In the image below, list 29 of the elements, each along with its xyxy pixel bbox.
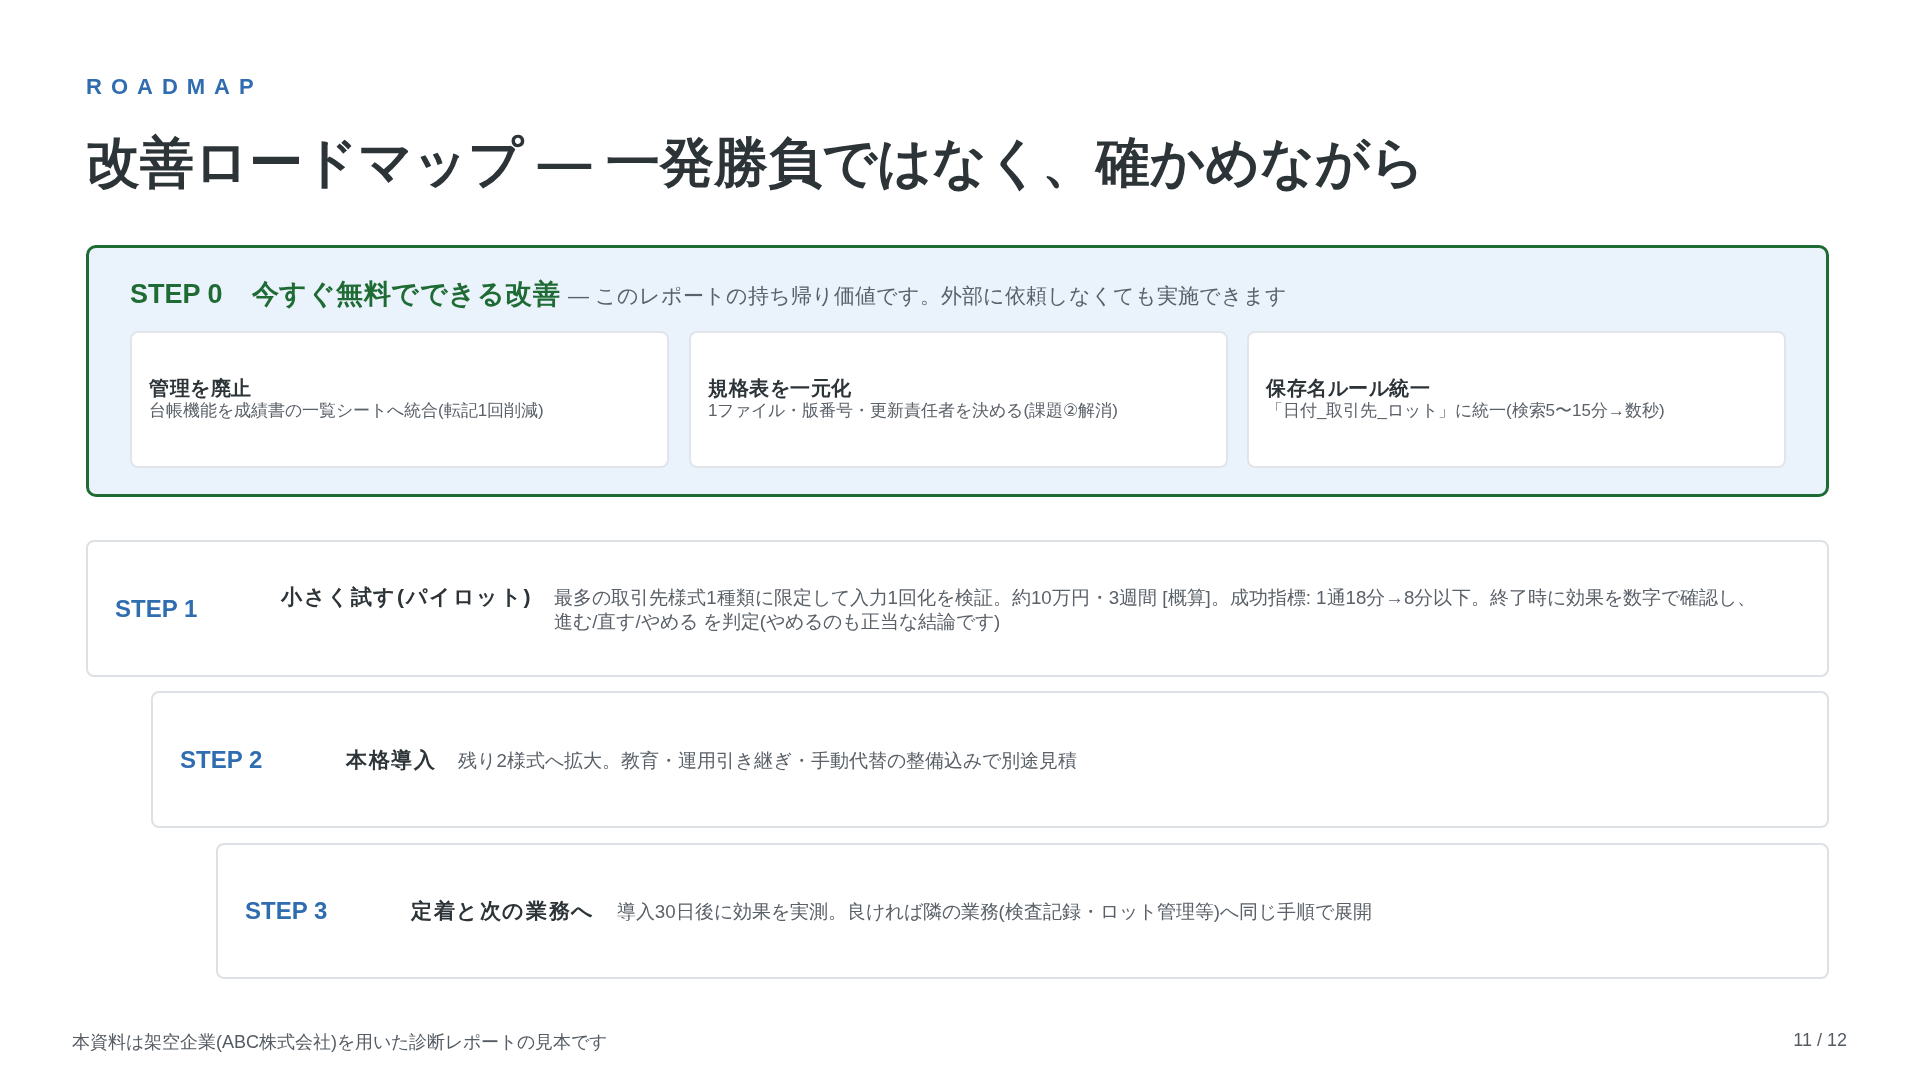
- slide-title: 改善ロードマップ — 一発勝負ではなく、確かめながら: [86, 132, 1426, 194]
- step-title: 小さく試す(パイロット): [281, 583, 533, 610]
- highlight-panel: [86, 245, 1829, 497]
- step-title: 本格導入: [346, 746, 437, 773]
- footer-note: 本資料は架空企業(ABC株式会社)を用いた診断レポートの見本です: [72, 1031, 607, 1054]
- step-title: 今すぐ無料でできる改善: [251, 278, 561, 311]
- card-description: 「日付_取引先_ロット」に統一(検索5〜15分→数秒): [1266, 400, 1665, 423]
- card-title: 保存名ルール統一: [1266, 376, 1430, 401]
- step-label: STEP 1: [115, 594, 199, 623]
- action-card: [689, 331, 1228, 468]
- card-title: 規格表を一元化: [708, 376, 852, 401]
- card-description: 台帳機能を成績書の一覧シートへ統合(転記1回削減): [149, 400, 544, 423]
- step-label: STEP 0: [130, 279, 223, 310]
- step-description: 最多の取引先様式1種類に限定して入力1回化を検証。約10万円・3週間 [概算]。成功指標: 1通18分→8分以下。終了時に効果を数字で確認し、進む/直す/やめる を判定(やめるのも正当な結論です): [554, 585, 1758, 634]
- step-description: — このレポートの持ち帰り価値です。外部に依頼しなくても実施できます: [568, 283, 1287, 309]
- step-description: 残り2様式へ拡大。教育・運用引き継ぎ・手動代替の整備込みで別途見積: [458, 748, 1078, 773]
- step-label: STEP 3: [245, 897, 329, 925]
- step-card: [86, 540, 1829, 677]
- step-card: [151, 691, 1829, 828]
- step-description: 導入30日後に効果を実測。良ければ隣の業務(検査記録・ロット管理等)へ同じ手順で展開: [616, 900, 1374, 924]
- step-card: [216, 843, 1829, 979]
- action-card: [1247, 331, 1786, 468]
- card-title: 管理を廃止: [149, 376, 252, 401]
- page-number: 11 / 12: [1793, 1030, 1847, 1051]
- step-label: STEP 2: [180, 745, 264, 774]
- action-card: [130, 331, 669, 468]
- section-eyebrow: ROADMAP: [86, 74, 263, 100]
- step-title: 定着と次の業務へ: [411, 898, 595, 924]
- card-description: 1ファイル・版番号・更新責任者を決める(課題②解消): [708, 400, 1119, 423]
